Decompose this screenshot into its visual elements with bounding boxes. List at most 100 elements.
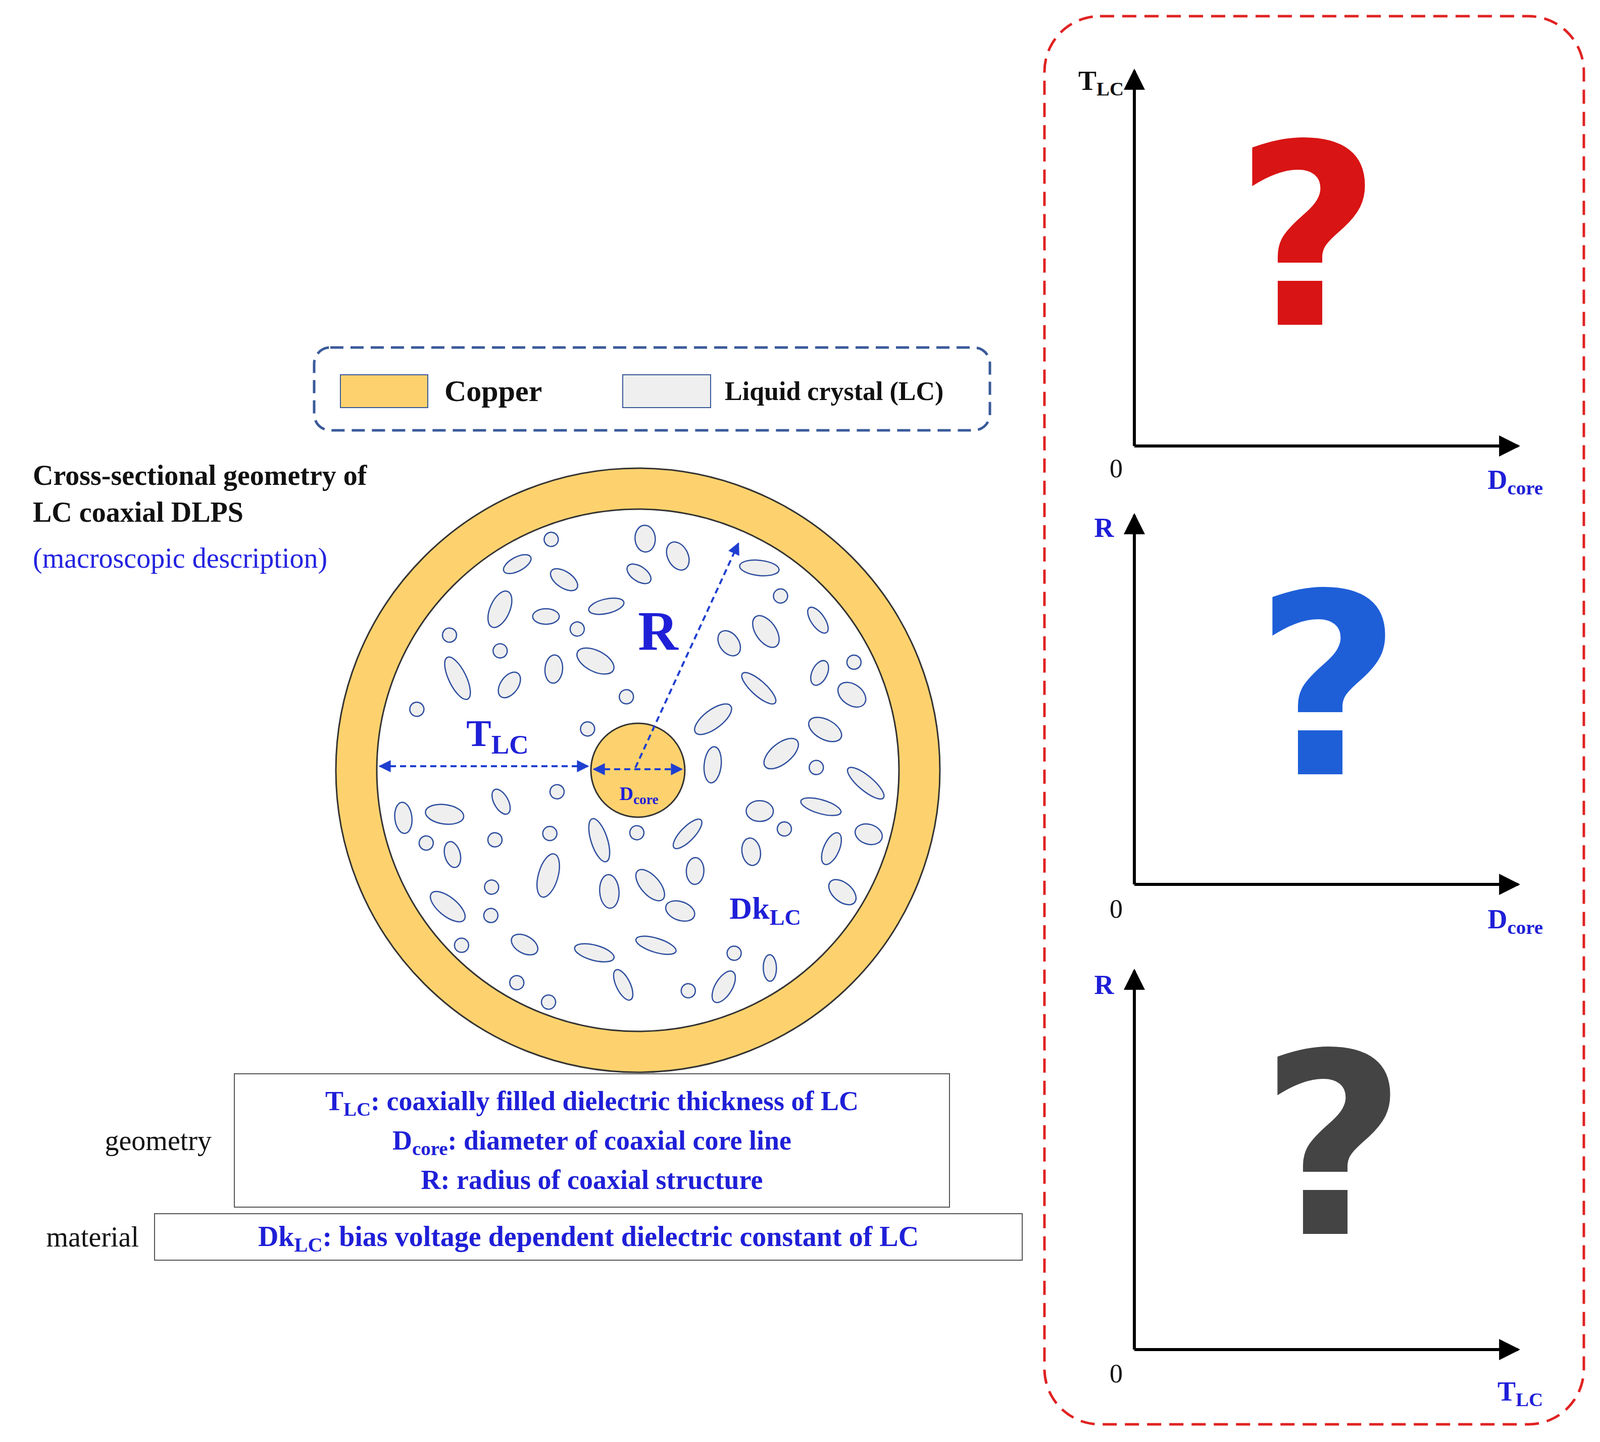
lc-molecule — [804, 712, 846, 747]
lc-molecule — [500, 551, 534, 578]
lc-molecule — [633, 932, 678, 959]
lc-molecule — [747, 611, 785, 653]
lc-molecule — [451, 935, 472, 956]
lc-molecule — [824, 874, 861, 910]
lc-molecule — [623, 560, 655, 588]
chart-axes — [1134, 70, 1519, 1350]
lc-molecule — [774, 819, 794, 839]
lc-molecule — [577, 718, 598, 739]
lc-molecule — [707, 967, 741, 1007]
lc-molecule — [626, 822, 647, 843]
axis-label: R — [1094, 968, 1115, 1002]
lc-molecule — [745, 800, 774, 822]
dimension-label: TLC — [466, 711, 529, 757]
axis-origin: 0 — [1109, 1358, 1123, 1390]
box-heading: geometry — [105, 1124, 212, 1157]
lc-molecule — [416, 833, 436, 853]
lc-molecule — [538, 992, 558, 1012]
lc-molecule — [634, 524, 657, 554]
lc-molecule — [532, 608, 560, 625]
dimension-arrows — [379, 543, 739, 770]
lc-molecule — [737, 668, 780, 709]
lc-molecule — [772, 588, 789, 605]
lc-molecule — [807, 657, 833, 688]
lc-molecule — [441, 627, 458, 643]
legend-text: Liquid crystal (LC) — [724, 376, 944, 407]
lc-molecule — [482, 587, 517, 631]
lc-molecule — [852, 820, 885, 848]
legend-swatch — [622, 374, 712, 409]
lc-molecule — [738, 558, 780, 578]
lc-molecule — [833, 677, 871, 713]
lc-molecule — [598, 873, 621, 909]
axis-label: R — [1094, 511, 1115, 545]
lc-molecules — [393, 524, 889, 1012]
lc-molecule — [702, 745, 724, 784]
lc-molecule — [407, 700, 426, 719]
lc-molecule — [713, 626, 745, 661]
lc-molecule — [586, 594, 626, 618]
axis-label: TLC — [1078, 64, 1124, 98]
definition-line: DkLC: bias voltage dependent dielectric … — [162, 1216, 1015, 1258]
figure-heading: Cross-sectional geometry of LC coaxial D… — [32, 457, 387, 531]
question-mark: ? — [1234, 111, 1382, 364]
lc-molecule — [584, 816, 614, 865]
legend-frame — [314, 347, 990, 431]
axis-label: Dcore — [1487, 463, 1544, 497]
legend-swatch — [339, 374, 429, 409]
lc-molecule — [546, 564, 582, 595]
lc-molecule — [509, 974, 525, 991]
lc-molecule — [843, 762, 888, 804]
lc-molecule — [809, 760, 824, 775]
lc-molecule — [393, 801, 414, 835]
lc-molecule — [424, 802, 466, 827]
material-label: DkLC — [729, 889, 801, 927]
box-heading: material — [46, 1220, 139, 1254]
question-mark: ? — [1260, 1020, 1407, 1273]
lc-molecule — [739, 836, 763, 867]
definition-box: materialDkLC: bias voltage dependent die… — [154, 1213, 1023, 1261]
lc-molecule — [441, 839, 464, 870]
lc-molecule — [508, 929, 542, 960]
definition-line: Dcore: diameter of coaxial core line — [255, 1120, 929, 1161]
lc-molecule — [487, 832, 503, 848]
lc-molecule — [843, 652, 864, 672]
lc-molecule — [483, 907, 499, 923]
question-mark: ? — [1255, 560, 1402, 814]
lc-molecule — [493, 668, 526, 703]
lc-molecule — [662, 537, 694, 574]
lc-molecule — [425, 885, 470, 927]
lc-molecule — [617, 687, 636, 707]
lc-molecule — [685, 857, 705, 885]
lc-molecule — [572, 939, 617, 966]
lc-molecule — [490, 640, 511, 661]
lc-molecule — [763, 954, 777, 982]
legend-text: Copper — [444, 373, 542, 409]
axis-origin: 0 — [1109, 453, 1123, 485]
lc-molecule — [689, 698, 737, 740]
lc-molecule — [488, 786, 515, 818]
lc-molecule — [804, 604, 833, 637]
lc-molecule — [567, 619, 587, 639]
lc-molecule — [662, 896, 698, 925]
lc-molecule — [798, 794, 843, 820]
lc-molecule — [542, 530, 561, 549]
lc-molecule — [724, 943, 745, 964]
dimension-label: Dcore — [619, 782, 659, 806]
outer-conductor — [335, 468, 940, 1073]
lc-molecule — [758, 732, 804, 775]
axis-origin: 0 — [1109, 893, 1123, 925]
lc-molecule — [817, 829, 846, 868]
lc-molecule — [630, 864, 670, 906]
lc-molecule — [543, 654, 565, 684]
lc-molecule — [482, 878, 500, 896]
chart-panel — [1044, 16, 1584, 1425]
lc-molecule — [680, 983, 696, 999]
figure-subheading: (macroscopic description) — [32, 541, 328, 576]
lc-molecule — [539, 823, 561, 844]
dimension-label: R — [637, 597, 678, 665]
lc-molecule — [532, 851, 565, 900]
axis-label: TLC — [1497, 1375, 1543, 1409]
axis-label: Dcore — [1487, 903, 1544, 936]
core-conductor — [590, 723, 685, 818]
